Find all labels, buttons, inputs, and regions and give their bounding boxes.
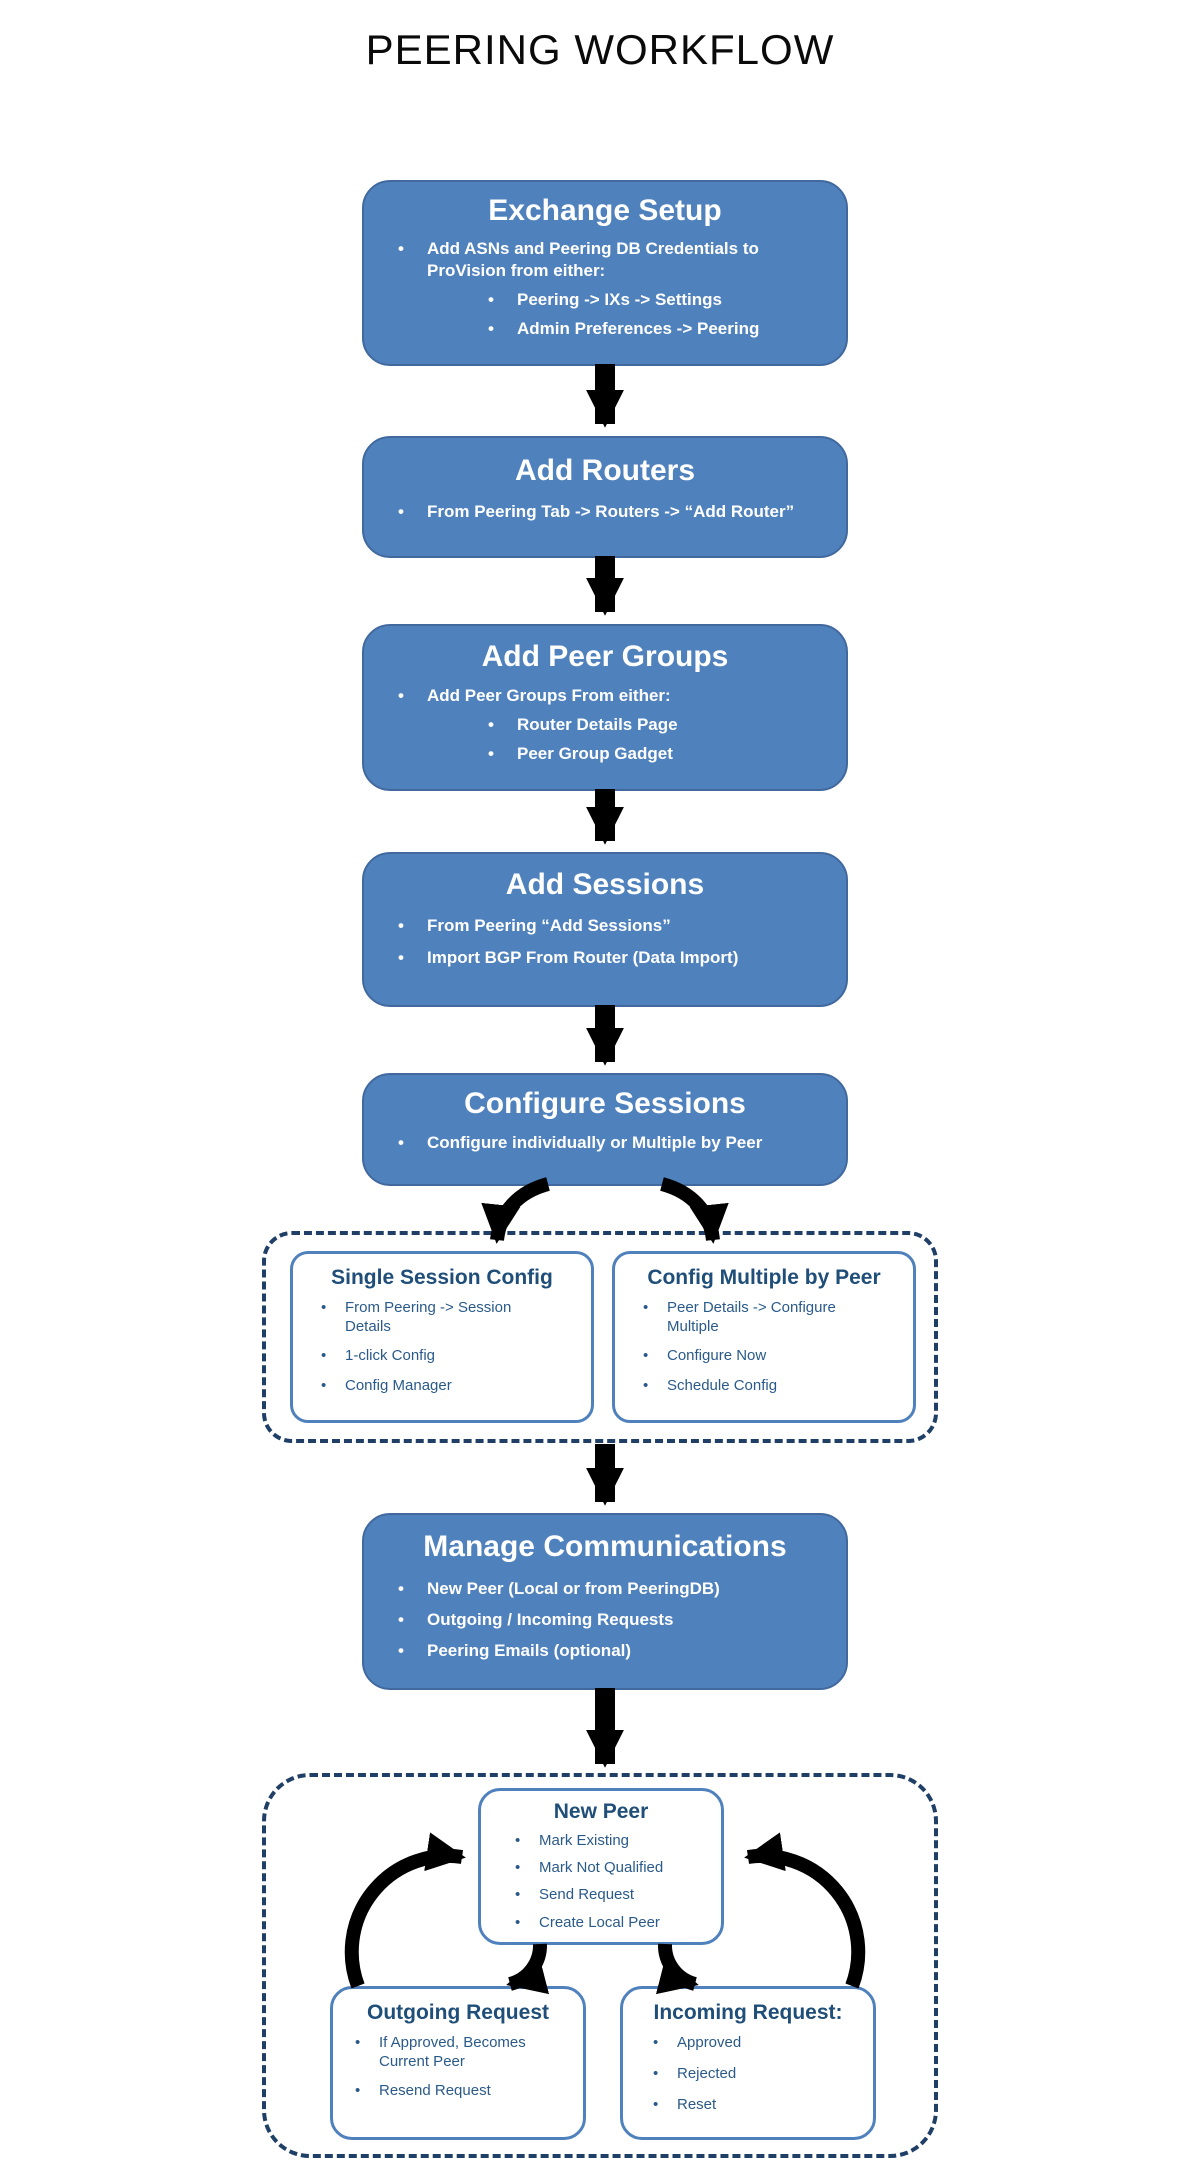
bullet-item: From Peering -> Session Details [319,1298,591,1336]
bullet-item: Approved [651,2033,873,2052]
detail-box-config-multiple-by-peer: Config Multiple by Peer Peer Details -> … [612,1251,916,1423]
bullet-item: Add Peer Groups From either: [394,685,846,707]
bullet-item: Create Local Peer [513,1913,721,1932]
box-title: Incoming Request: [653,2001,843,2024]
communications-group [262,1773,938,2158]
sub-bullet-item: Peer Group Gadget [484,743,846,765]
bullet-item: Send Request [513,1885,721,1904]
box-title: Config Multiple by Peer [647,1266,881,1289]
box-title: Add Peer Groups [481,640,729,673]
flow-box-add-peer-groups: Add Peer Groups Add Peer Groups From eit… [362,624,848,791]
bullet-item: Outgoing / Incoming Requests [394,1609,846,1631]
detail-box-new-peer: New Peer Mark Existing Mark Not Qualifie… [478,1788,724,1945]
sub-bullet-item: Router Details Page [484,714,846,736]
detail-box-outgoing-request: Outgoing Request If Approved, Becomes Cu… [330,1986,586,2140]
flow-box-configure-sessions: Configure Sessions Configure individuall… [362,1073,848,1186]
sub-bullet-item: Peering -> IXs -> Settings [484,289,846,311]
config-options-group [262,1231,938,1443]
bullet-item: If Approved, Becomes Current Peer [353,2033,583,2071]
box-title: Exchange Setup [488,194,722,227]
box-title: Add Routers [515,454,695,487]
bullet-item: Peer Details -> Configure Multiple [641,1298,913,1336]
bullet-item: 1-click Config [319,1346,591,1365]
sub-bullet-item: Admin Preferences -> Peering [484,318,846,340]
bullet-item: From Peering Tab -> Routers -> “Add Rout… [394,501,846,523]
bullet-item: Resend Request [353,2081,583,2100]
box-title: Configure Sessions [464,1087,746,1120]
detail-box-single-session-config: Single Session Config From Peering -> Se… [290,1251,594,1423]
detail-box-incoming-request: Incoming Request: Approved Rejected Rese… [620,1986,876,2140]
bullet-item: Reset [651,2095,873,2114]
bullet-item: Configure Now [641,1346,913,1365]
bullet-item: Mark Existing [513,1831,721,1850]
box-title: Outgoing Request [367,2001,549,2024]
bullet-item: Configure individually or Multiple by Pe… [394,1132,846,1154]
flow-box-exchange-setup: Exchange Setup Add ASNs and Peering DB C… [362,180,848,366]
box-title: Single Session Config [331,1266,553,1289]
box-title: Add Sessions [505,868,705,901]
bullet-item: Mark Not Qualified [513,1858,721,1877]
bullet-item: New Peer (Local or from PeeringDB) [394,1578,846,1600]
bullet-item: Config Manager [319,1376,591,1395]
flow-box-add-routers: Add Routers From Peering Tab -> Routers … [362,436,848,558]
bullet-item: Add ASNs and Peering DB Credentials to P… [394,238,846,282]
flow-box-add-sessions: Add Sessions From Peering “Add Sessions”… [362,852,848,1007]
bullet-item: Rejected [651,2064,873,2083]
box-title: Manage Communications [423,1530,787,1563]
bullet-item: From Peering “Add Sessions” [394,915,846,937]
bullet-item: Schedule Config [641,1376,913,1395]
flow-box-manage-communications: Manage Communications New Peer (Local or… [362,1513,848,1690]
bullet-item: Import BGP From Router (Data Import) [394,947,846,969]
box-title: New Peer [553,1800,649,1823]
page-title: PEERING WORKFLOW [365,26,835,73]
bullet-item: Peering Emails (optional) [394,1640,846,1662]
